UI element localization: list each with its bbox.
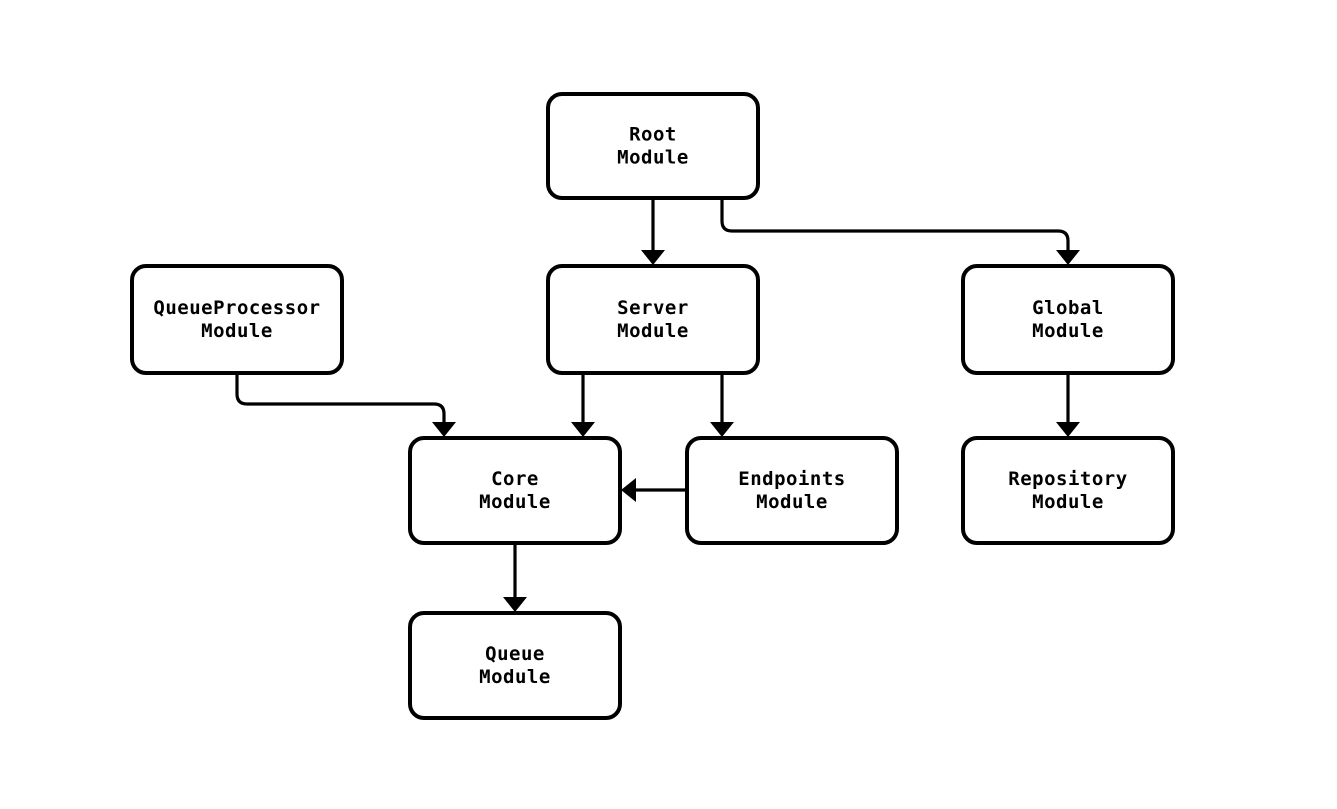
edge-server-to-endpoints <box>710 373 734 437</box>
edge-server-to-core-arrowhead-icon <box>571 422 595 437</box>
edge-queueprocessor-to-core <box>235 373 456 437</box>
edge-server-to-endpoints-arrowhead-icon <box>710 422 734 437</box>
repository-module-node-label-line2: Module <box>1032 491 1104 513</box>
edge-root-to-global-arrowhead-icon <box>1056 250 1080 265</box>
repository-module-node-box[interactable] <box>961 436 1175 545</box>
queue-module-node-label-line2: Module <box>479 666 551 688</box>
edge-global-to-repository-arrowhead-icon <box>1056 422 1080 437</box>
server-module-node-box[interactable] <box>546 264 760 375</box>
edge-endpoints-to-core-arrowhead-icon <box>621 478 636 502</box>
endpoints-module-node-label-line2: Module <box>756 491 828 513</box>
nodes-layer: RootModuleQueueProcessorModuleServerModu… <box>130 92 1175 720</box>
root-module-node-label-line1: Root <box>629 124 677 146</box>
edge-root-to-global <box>720 198 1080 265</box>
edge-queueprocessor-to-core-line <box>235 373 446 424</box>
endpoints-module-node-label-line1: Endpoints <box>738 468 845 490</box>
edge-core-to-queue <box>503 543 527 612</box>
queue-module-node-label-line1: Queue <box>485 643 545 665</box>
core-module-node-label-line2: Module <box>479 491 551 513</box>
global-module-node-label-line1: Global <box>1032 297 1104 319</box>
global-module-node-box[interactable] <box>961 264 1175 375</box>
endpoints-module-node-box[interactable] <box>685 436 899 545</box>
core-module-node-box[interactable] <box>408 436 622 545</box>
queueprocessor-module-node-box[interactable] <box>130 264 344 375</box>
root-module-node-label-line2: Module <box>617 147 689 169</box>
core-module-node-label-line1: Core <box>491 468 539 490</box>
server-module-node-label-line1: Server <box>617 297 689 319</box>
edge-global-to-repository <box>1056 373 1080 437</box>
edge-core-to-queue-arrowhead-icon <box>503 597 527 612</box>
edge-queueprocessor-to-core-arrowhead-icon <box>432 422 456 437</box>
edge-root-to-server <box>641 198 665 265</box>
queue-module-node-box[interactable] <box>408 611 622 720</box>
edge-endpoints-to-core <box>621 478 687 502</box>
edges-layer <box>235 198 1080 612</box>
queueprocessor-module-node-label-line2: Module <box>201 320 273 342</box>
repository-module-node-label-line1: Repository <box>1008 468 1127 490</box>
server-module-node-label-line2: Module <box>617 320 689 342</box>
edge-root-to-global-line <box>720 198 1070 252</box>
edge-root-to-server-arrowhead-icon <box>641 250 665 265</box>
edge-server-to-core <box>571 373 595 437</box>
queueprocessor-module-node-label-line1: QueueProcessor <box>153 297 320 319</box>
global-module-node-label-line2: Module <box>1032 320 1104 342</box>
root-module-node-box[interactable] <box>546 92 760 200</box>
